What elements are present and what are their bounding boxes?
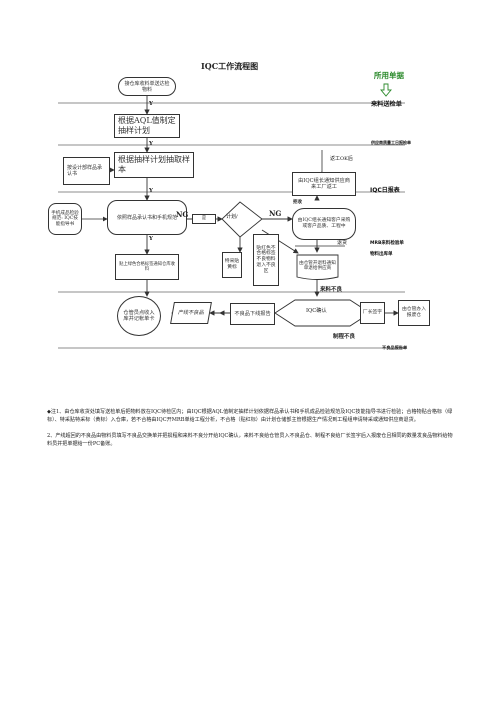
y-label-2: Y [149, 141, 153, 147]
compare-box: 依照样品承认书和手机规范 [107, 200, 187, 235]
handheld-spec-box: 手机成品检验规范: IQC技能指导书 [48, 203, 82, 235]
iqc-confirm-label: IQC确认 [306, 308, 327, 314]
process-bad-label: 制程不良 [333, 334, 356, 340]
decision-shapes [221, 201, 371, 327]
right-label-reject: MRB来料检验单 [370, 241, 404, 246]
green-label-box: 贴上绿色合格标签通知仓库收料 [115, 254, 179, 280]
incoming-bad-label: 来料不良 [320, 287, 343, 293]
red-label-box: 贴红色不合格标签不良物料退入不良区 [253, 234, 279, 286]
y-label-4: Y [149, 236, 153, 242]
rework-ok-label: 返工OK后 [330, 156, 353, 162]
decision-diamond-judge [221, 201, 263, 238]
right-label-iqc-daily: IQC日报表 [370, 187, 400, 194]
note-paragraph-1: ◆注1、由仓库收货处填写送检单后把物料放在IQC待检区内；由IQC根据AQL值制… [47, 409, 453, 423]
sample-box: 根据抽样计划抽取样本 [114, 152, 194, 178]
legend-down-arrow [380, 83, 392, 97]
factory-sign-box: 厂长签字 [360, 302, 385, 324]
stock-out-box: 由仓管办入报废仓 [398, 300, 430, 326]
y-label-1: Y [149, 101, 153, 107]
right-label-delivery-note: 来料送检单 [371, 101, 402, 108]
right-label-sampling-plan: 供应商质量工日报检单 [371, 140, 411, 145]
document-return [296, 254, 339, 280]
mrb-box: 由IQC组长通知客户采购或客户品质、工程中 [292, 208, 356, 240]
line-bad-box: 产线不良品 [170, 302, 212, 324]
page-title: IQC工作流程图 [201, 61, 259, 71]
right-label-material-list: 物料出库单 [370, 252, 393, 257]
right-label-bad-report: 不良品报告单 [382, 345, 408, 350]
ok-box: 是 [192, 214, 216, 224]
return-goods-label: 退货 [337, 240, 348, 246]
reject-label: 拒收 [293, 200, 302, 205]
return-supplier-box: 由仓管开退料通知单退给供应商 [299, 260, 336, 272]
bad-report-box: 不良品下线报告 [230, 303, 275, 325]
warehouse-in-box: 仓管员点收入库并记帐单卡 [117, 296, 161, 336]
ng-label-2: NG [269, 209, 282, 218]
legend-title: 所用单据 [374, 71, 404, 80]
ng-label-1: NG [176, 210, 189, 219]
band-lines [58, 102, 405, 349]
y-label-3: Y [149, 188, 153, 194]
sampling-plan-box: 根据AQL值制定抽样计划 [114, 114, 180, 138]
judge-label: 计划/ [226, 214, 238, 220]
notify-supplier-box: 由IQC组长通知供应商来工厂返工 [292, 172, 356, 196]
special-box: 特采贴黄标 [222, 252, 242, 278]
design-doc-box: 按设计部样品承认书 [63, 157, 110, 185]
note-paragraph-2: 2、产线超回的不良品由物料员填写不良品交换单并把损程和来料不良分开给IQC确认，… [47, 433, 453, 447]
receive-box: 接仓库收料单送达检物料 [118, 77, 176, 96]
